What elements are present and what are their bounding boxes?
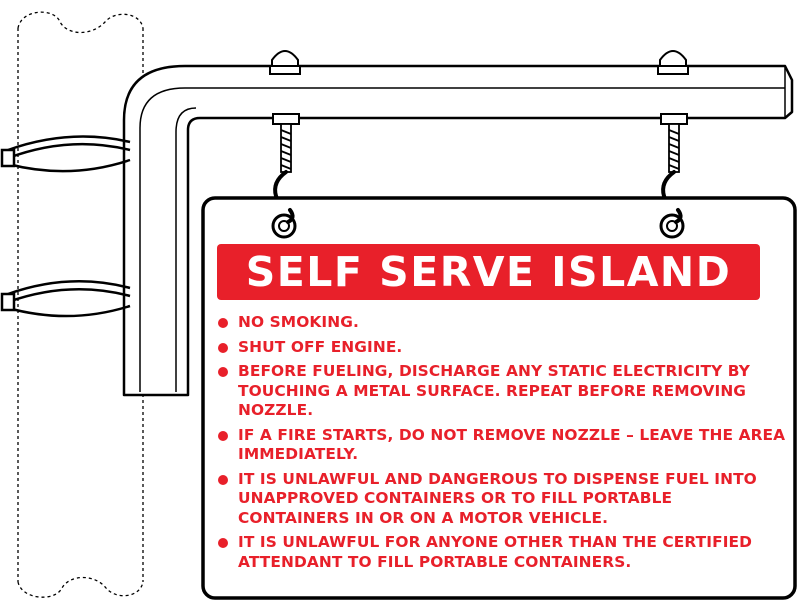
rule-item: BEFORE FUELING, DISCHARGE ANY STATIC ELE… bbox=[216, 362, 786, 421]
bullet-icon bbox=[218, 538, 228, 548]
rule-item: NO SMOKING. bbox=[216, 313, 786, 333]
sign-title: SELF SERVE ISLAND bbox=[245, 248, 732, 296]
rule-item: IT IS UNLAWFUL AND DANGEROUS TO DISPENSE… bbox=[216, 470, 786, 529]
nut-right bbox=[660, 113, 688, 125]
bracket-arm bbox=[122, 64, 794, 397]
threaded-bolt-left bbox=[280, 123, 292, 173]
bolt-cap-right bbox=[657, 50, 689, 75]
bullet-icon bbox=[218, 318, 228, 328]
rule-text: IT IS UNLAWFUL FOR ANYONE OTHER THAN THE… bbox=[238, 533, 753, 571]
nut-left bbox=[272, 113, 300, 125]
pole-clamp-lower bbox=[0, 280, 131, 318]
rule-text: SHUT OFF ENGINE. bbox=[238, 337, 403, 356]
sign-title-banner: SELF SERVE ISLAND bbox=[217, 244, 760, 300]
rule-text: IT IS UNLAWFUL AND DANGEROUS TO DISPENSE… bbox=[238, 469, 757, 527]
bolt-cap-left bbox=[269, 50, 301, 75]
bullet-icon bbox=[218, 342, 228, 353]
rule-item: SHUT OFF ENGINE. bbox=[216, 338, 786, 358]
pole-clamp-upper bbox=[0, 135, 131, 173]
sign-rules-list: NO SMOKING. SHUT OFF ENGINE. BEFORE FUEL… bbox=[216, 313, 786, 577]
rule-text: NO SMOKING. bbox=[238, 313, 359, 331]
bullet-icon bbox=[218, 474, 228, 485]
rule-item: IF A FIRE STARTS, DO NOT REMOVE NOZZLE –… bbox=[216, 426, 786, 465]
grommet-right bbox=[659, 208, 685, 239]
bullet-icon bbox=[218, 430, 228, 441]
rule-text: BEFORE FUELING, DISCHARGE ANY STATIC ELE… bbox=[238, 362, 751, 419]
grommet-left bbox=[271, 208, 297, 239]
rule-item: IT IS UNLAWFUL FOR ANYONE OTHER THAN THE… bbox=[216, 533, 786, 572]
rule-text: IF A FIRE STARTS, DO NOT REMOVE NOZZLE –… bbox=[238, 425, 786, 464]
bullet-icon bbox=[218, 367, 228, 377]
threaded-bolt-right bbox=[668, 123, 680, 173]
